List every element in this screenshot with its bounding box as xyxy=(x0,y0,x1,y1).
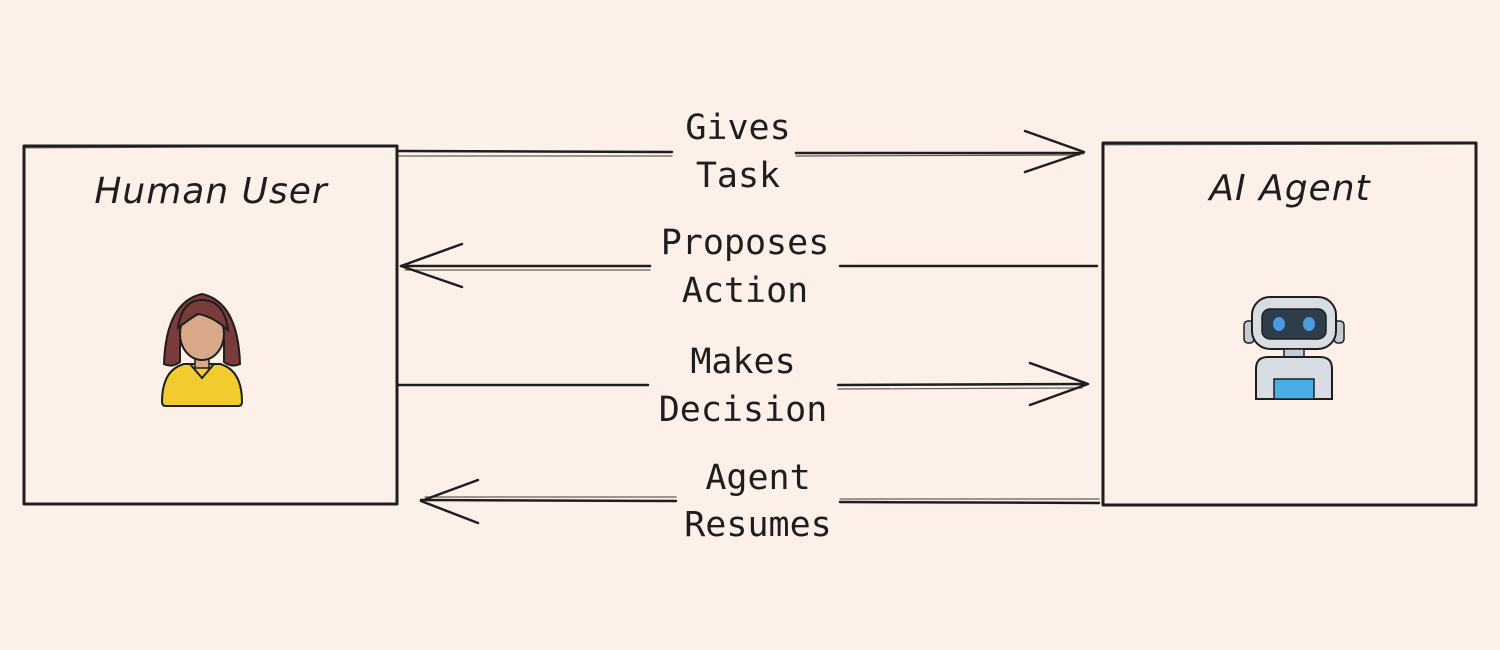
arrow-line xyxy=(397,382,1089,387)
shirt-shape xyxy=(160,363,244,407)
edge-label-line: Resumes xyxy=(684,505,832,545)
edge-label-line: Makes xyxy=(690,342,795,382)
woman-user-icon xyxy=(160,292,244,407)
human-user-title: Human User xyxy=(94,171,329,212)
ai-agent-title: AI Agent xyxy=(1207,168,1371,209)
human-user-node: Human User xyxy=(22,144,399,506)
arrowhead-left xyxy=(399,242,464,289)
edge-makes-decision: Makes Decision xyxy=(397,342,1090,430)
edge-label-line: Gives xyxy=(685,108,790,148)
edge-label-line: Task xyxy=(696,156,780,196)
edge-label-line: Action xyxy=(682,271,808,311)
ai-agent-node: AI Agent xyxy=(1101,141,1478,507)
arrow-line xyxy=(419,498,1101,505)
arrow-line xyxy=(397,149,1085,155)
edge-label-line: Decision xyxy=(659,390,828,430)
edge-agent-resumes: Agent Resumes xyxy=(419,458,1101,545)
arrowhead-left xyxy=(419,478,480,525)
edge-gives-task: Gives Task xyxy=(397,108,1086,196)
edge-label-line: Agent xyxy=(705,458,810,498)
arrowhead-right xyxy=(1028,361,1090,407)
robot-visor xyxy=(1261,308,1327,340)
arrowhead-right xyxy=(1023,129,1086,174)
robot-icon xyxy=(1243,296,1345,400)
edge-label-line: Proposes xyxy=(661,223,830,263)
robot-chest-panel xyxy=(1273,378,1315,400)
edge-proposes-action: Proposes Action xyxy=(399,223,1099,311)
